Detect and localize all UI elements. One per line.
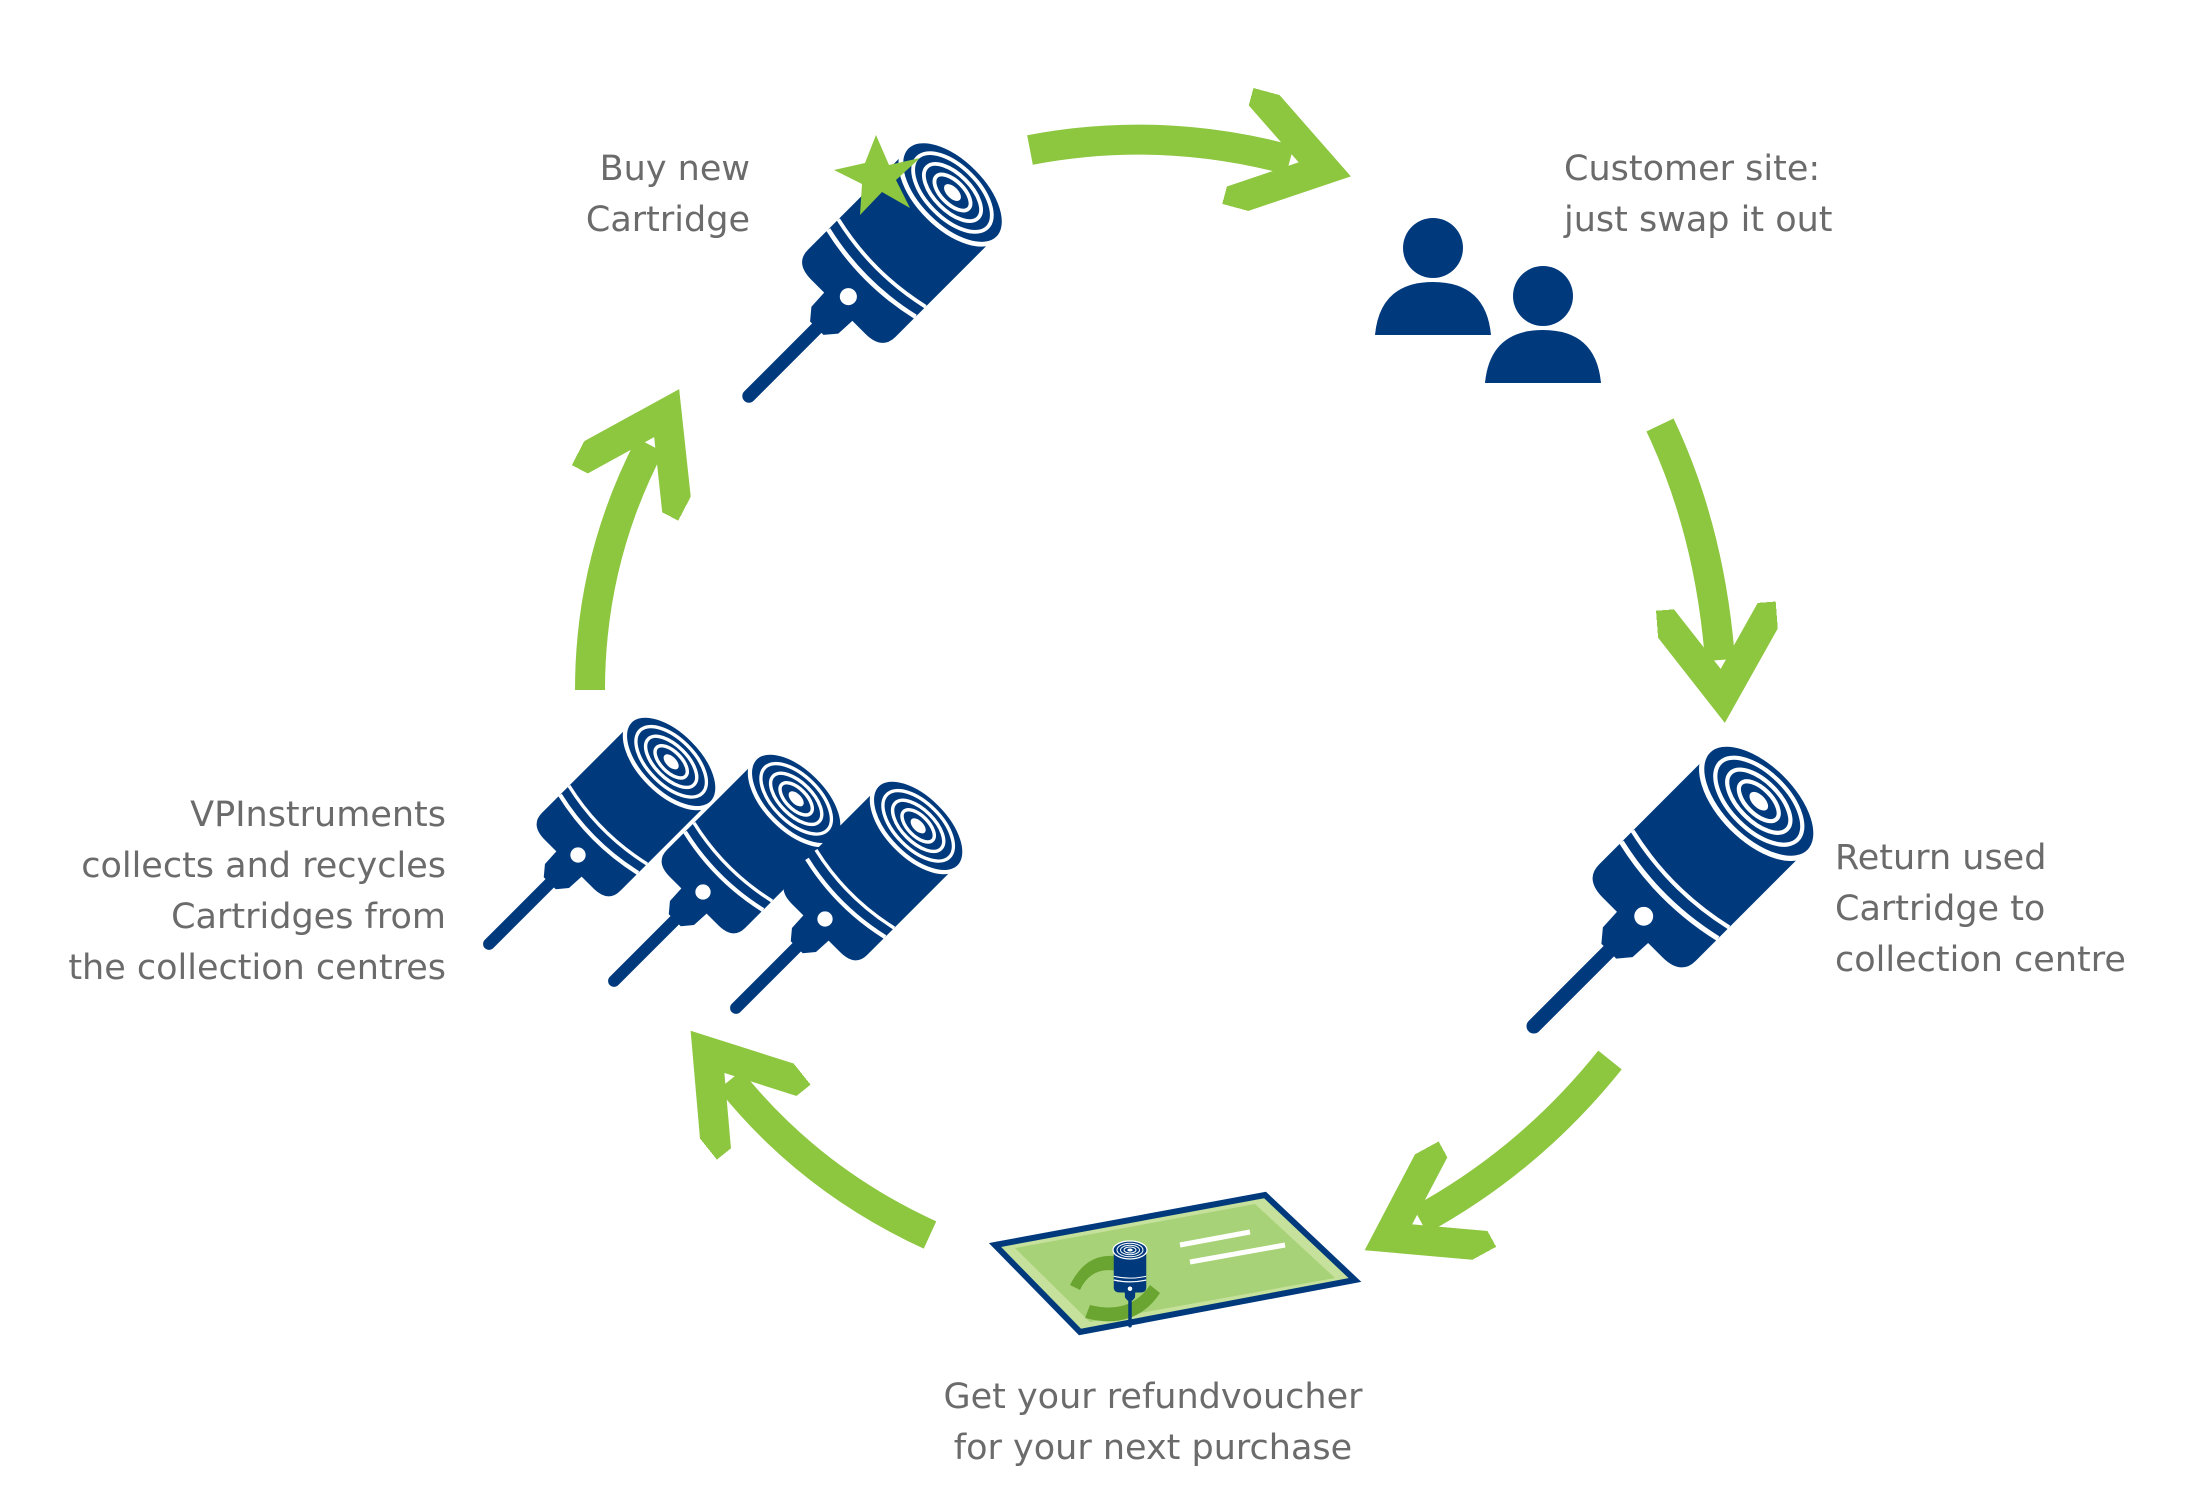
label-line: collection centre — [1835, 940, 2126, 980]
star-icon — [834, 135, 920, 215]
label-line: Cartridges from — [171, 897, 446, 937]
label-line: Return used — [1835, 838, 2047, 878]
label-line: Get your refundvoucher — [943, 1377, 1363, 1417]
label-collects-and-recycles: VPInstruments collects and recycles Cart… — [68, 790, 446, 994]
label-line: Cartridge — [585, 200, 750, 240]
label-refund-voucher: Get your refundvoucher for your next pur… — [893, 1372, 1413, 1474]
cartridge-used-icon — [1478, 724, 1836, 1082]
cartridges-collected-icon — [444, 699, 981, 1053]
label-return-used-cartridge: Return used Cartridge to collection cent… — [1835, 833, 2126, 986]
customer-users-icon — [1375, 218, 1601, 383]
label-customer-site: Customer site: just swap it out — [1564, 144, 1833, 246]
refund-voucher-icon — [988, 1191, 1362, 1336]
label-line: Buy new — [599, 149, 750, 189]
label-buy-new-cartridge: Buy new Cartridge — [586, 144, 750, 246]
arrow-recycle-to-buy — [590, 445, 650, 691]
arrow-voucher-to-recycle — [730, 1080, 937, 1249]
label-line: collects and recycles — [81, 846, 446, 886]
label-line: just swap it out — [1564, 200, 1833, 240]
arrow-customer-to-return — [1646, 418, 1720, 660]
label-line: the collection centres — [68, 948, 446, 988]
arrow-return-to-voucher — [1420, 1050, 1622, 1220]
label-line: Cartridge to — [1835, 889, 2046, 929]
label-line: VPInstruments — [190, 795, 446, 835]
arrow-buy-to-customer — [1027, 140, 1290, 160]
label-line: for your next purchase — [953, 1428, 1353, 1468]
cartridge-new-icon — [699, 123, 1023, 447]
label-line: Customer site: — [1564, 149, 1821, 189]
